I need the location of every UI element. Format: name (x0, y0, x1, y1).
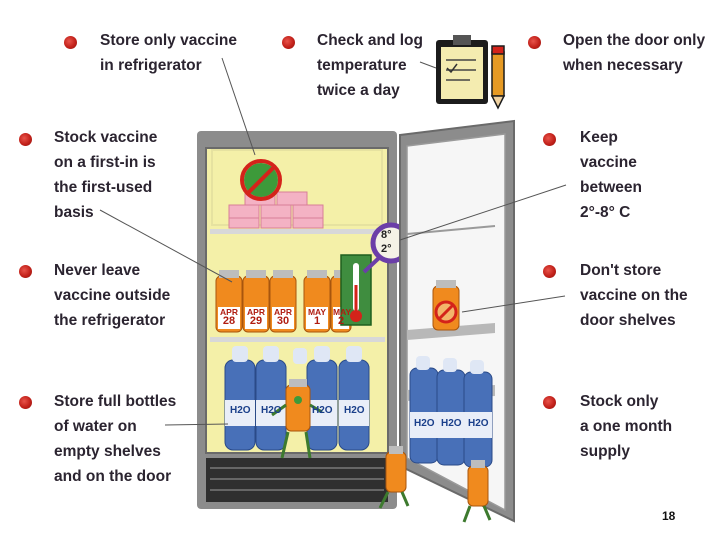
bottle-label: H2O (441, 418, 462, 429)
vial-label-day: 2 (337, 315, 345, 327)
bottle-label: H2O (312, 405, 333, 416)
vial-character (271, 379, 323, 459)
note-water-bottles: Store full bottles of water on empty she… (54, 393, 177, 485)
middle-shelf (210, 337, 385, 342)
note-open-door: Open the door only when necessary (563, 32, 706, 74)
vial-label-cards (218, 307, 349, 329)
thermometer-high-reading: 8° (381, 229, 392, 241)
note-never-leave-outside: Never leave vaccine outside the refriger… (54, 262, 171, 329)
note-no-door-shelves: Don't store vaccine on the door shelves (580, 262, 688, 329)
bottle-label: H2O (344, 405, 365, 416)
bullet-icon (19, 133, 32, 146)
bullet-icon (282, 36, 295, 49)
vial-label-day: 29 (249, 315, 263, 327)
bullet-icon (64, 36, 77, 49)
door-shelf-1 (407, 323, 495, 340)
note-check-log-temperature: Check and log temperature twice a day (317, 32, 423, 99)
bottle-label: H2O (261, 405, 282, 416)
clipboard-icon (436, 35, 488, 104)
vial-label-month: APR (247, 307, 265, 317)
leader-lines (99, 57, 567, 426)
vial-label-month: APR (274, 307, 292, 317)
top-shelf (210, 229, 385, 234)
vial-label-month: MAY (333, 307, 352, 317)
no-vaccine-on-door-icon (434, 300, 458, 324)
bullet-icon (19, 396, 32, 409)
thermometer-bulb (350, 310, 362, 322)
vial-label-month: MAY (307, 307, 327, 317)
note-first-in-first-used: Stock vaccine on a first-in is the first… (54, 129, 158, 221)
bottle-label: H2O (230, 405, 251, 416)
no-food-icon (240, 159, 282, 201)
vial-label-day: 1 (313, 315, 321, 327)
walking-vial-characters (378, 446, 492, 523)
bottle-label: H2O (414, 418, 435, 429)
vial-label-day: 30 (276, 315, 290, 327)
note-one-month-supply: Stock only a one month supply (580, 393, 673, 460)
bullet-icon (543, 396, 556, 409)
note-keep-temperature: Keep vaccine between 2°-8° C (580, 129, 643, 221)
pencil-icon (490, 45, 506, 110)
water-bottles (224, 346, 370, 451)
bullet-icon (543, 265, 556, 278)
bullet-icon (528, 36, 541, 49)
bullet-icon (19, 265, 32, 278)
vial-label-month: APR (220, 307, 238, 317)
vial-label-day: 28 (222, 315, 236, 327)
note-store-only-vaccine: Store only vaccine in refrigerator (100, 32, 237, 74)
thermometer-low-reading: 2° (381, 243, 392, 255)
page-number: 18 (662, 509, 676, 523)
bullet-icon (543, 133, 556, 146)
bottle-label: H2O (468, 418, 489, 429)
